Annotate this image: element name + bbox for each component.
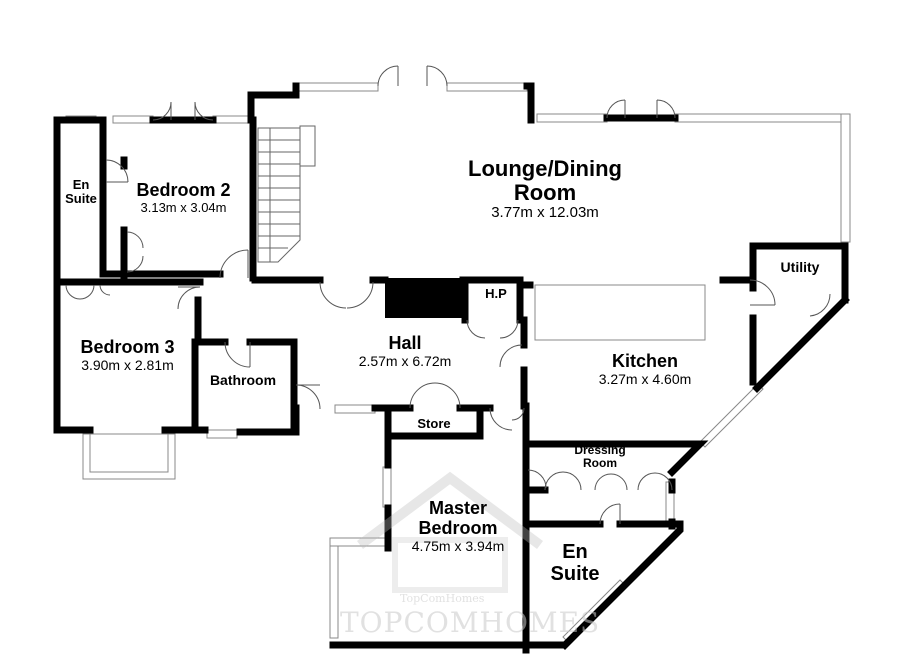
room-en-suite-master: En Suite bbox=[535, 541, 615, 585]
room-name: Kitchen bbox=[611, 351, 678, 371]
watermark-large-text: TOPCOMHOMES bbox=[340, 606, 601, 639]
room-hp: H.P bbox=[476, 286, 516, 301]
room-master-bedroom: Master Bedroom 4.75m x 3.94m bbox=[393, 498, 523, 554]
room-kitchen: Kitchen 3.27m x 4.60m bbox=[580, 351, 710, 387]
room-name: Master bbox=[428, 498, 488, 518]
room-name: Suite bbox=[65, 191, 97, 207]
watermark-small-text: TopComHomes bbox=[400, 592, 485, 605]
room-bedroom-3: Bedroom 3 3.90m x 2.81m bbox=[65, 337, 190, 373]
room-name: Room bbox=[583, 456, 617, 471]
room-name: Utility bbox=[780, 259, 820, 275]
staircase bbox=[257, 125, 316, 263]
room-bedroom-2: Bedroom 2 3.13m x 3.04m bbox=[126, 180, 241, 215]
room-utility: Utility bbox=[760, 259, 840, 275]
room-lounge-dining: Lounge/Dining Room 3.77m x 12.03m bbox=[440, 156, 650, 222]
room-dimensions: 4.75m x 3.94m bbox=[411, 537, 505, 554]
room-name: En bbox=[562, 541, 588, 563]
room-name: Suite bbox=[550, 563, 600, 585]
room-name: En bbox=[72, 177, 90, 192]
room-hall: Hall 2.57m x 6.72m bbox=[340, 333, 470, 369]
room-dimensions: 3.90m x 2.81m bbox=[81, 356, 174, 373]
watermark-logo bbox=[357, 471, 543, 593]
room-name: Room bbox=[513, 180, 577, 206]
room-name: Bedroom 3 bbox=[80, 337, 175, 357]
room-dimensions: 3.13m x 3.04m bbox=[140, 199, 227, 215]
room-store: Store bbox=[398, 416, 470, 431]
room-en-suite-small: En Suite bbox=[62, 177, 100, 207]
room-name: Bedroom bbox=[418, 517, 498, 538]
room-name: Bathroom bbox=[209, 372, 277, 388]
room-dimensions: 2.57m x 6.72m bbox=[358, 352, 452, 369]
room-name: Store bbox=[417, 416, 451, 431]
doors bbox=[65, 65, 831, 525]
kitchen-worktop bbox=[534, 284, 706, 341]
room-name: Hall bbox=[388, 333, 422, 353]
room-dimensions: 3.77m x 12.03m bbox=[491, 204, 599, 222]
room-bathroom: Bathroom bbox=[198, 372, 288, 388]
room-name: H.P bbox=[485, 286, 507, 301]
room-name: Lounge/Dining bbox=[468, 156, 622, 181]
room-name: Dressing bbox=[574, 443, 626, 457]
walls bbox=[53, 82, 850, 654]
room-dressing-room: Dressing Room bbox=[555, 443, 645, 471]
room-dimensions: 3.27m x 4.60m bbox=[598, 370, 692, 387]
room-name: Bedroom 2 bbox=[136, 180, 231, 200]
